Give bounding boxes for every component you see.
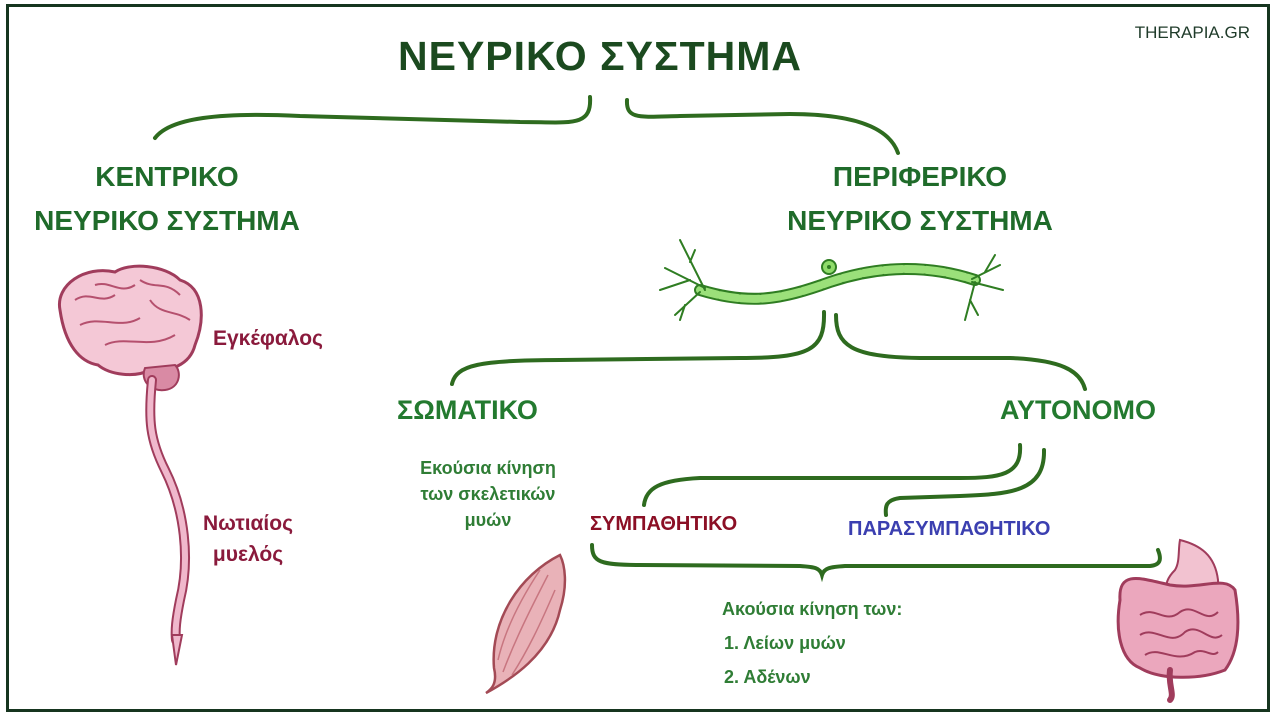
autonomic-item-smooth-muscle: 1. Λείων μυών [724, 633, 846, 653]
brand-watermark: THERAPIA.GR [1134, 23, 1250, 42]
cns-line1: ΚΕΝΤΡΙΚΟ [95, 161, 239, 192]
bracket-pns [624, 98, 900, 155]
pns-line1: ΠΕΡΙΦΕΡΙΚΟ [832, 161, 1008, 192]
bracket-parasympathetic [883, 448, 1047, 517]
spinal-cord-label-line2: μυελός [212, 543, 284, 566]
parasympathetic-label: ΠΑΡΑΣΥΜΠΑΘΗΤΙΚΟ [848, 518, 1051, 540]
connector-brackets [153, 95, 1162, 583]
cns-line2: ΝΕΥΡΙΚΟ ΣΥΣΤΗΜΑ [34, 205, 300, 236]
diagram-frame [6, 4, 1270, 712]
spinal-cord-icon [145, 375, 190, 666]
bracket-effects [590, 543, 1162, 583]
brain-icon [58, 264, 203, 392]
brain-label: Εγκέφαλος [213, 327, 323, 350]
spinal-cord-label: Νωτιαίος μυελός [203, 508, 293, 570]
autonomic-description-heading: Ακούσια κίνηση των: [722, 599, 903, 619]
digestive-system-icon [1116, 538, 1240, 703]
neuron-icon [659, 239, 1004, 321]
bracket-cns [153, 95, 593, 140]
central-nervous-system-heading: ΚΕΝΤΡΙΚΟ ΝΕΥΡΙΚΟ ΣΥΣΤΗΜΑ [22, 155, 312, 243]
pns-line2: ΝΕΥΡΙΚΟ ΣΥΣΤΗΜΑ [787, 205, 1053, 236]
spinal-cord-label-line1: Νωτιαίος [203, 512, 294, 535]
bracket-autonomic [834, 313, 1087, 391]
sympathetic-label: ΣΥΜΠΑΘΗΤΙΚΟ [590, 513, 738, 535]
muscle-icon [485, 553, 567, 695]
autonomic-heading: ΑΥΤΟΝΟΜΟ [1000, 395, 1157, 425]
diagram-title: ΝΕΥΡΙΚΟ ΣΥΣΤΗΜΑ [397, 33, 803, 79]
somatic-heading: ΣΩΜΑΤΙΚΟ [397, 395, 538, 425]
peripheral-nervous-system-heading: ΠΕΡΙΦΕΡΙΚΟ ΝΕΥΡΙΚΟ ΣΥΣΤΗΜΑ [770, 155, 1070, 243]
bracket-sympathetic [642, 443, 1023, 507]
somatic-description: Εκούσια κίνηση των σκελετικών μυών [420, 458, 556, 530]
bracket-somatic [450, 310, 827, 386]
autonomic-item-glands: 2. Αδένων [724, 667, 811, 687]
autonomic-description: Ακούσια κίνηση των: 1. Λείων μυών 2. Αδέ… [722, 592, 902, 694]
